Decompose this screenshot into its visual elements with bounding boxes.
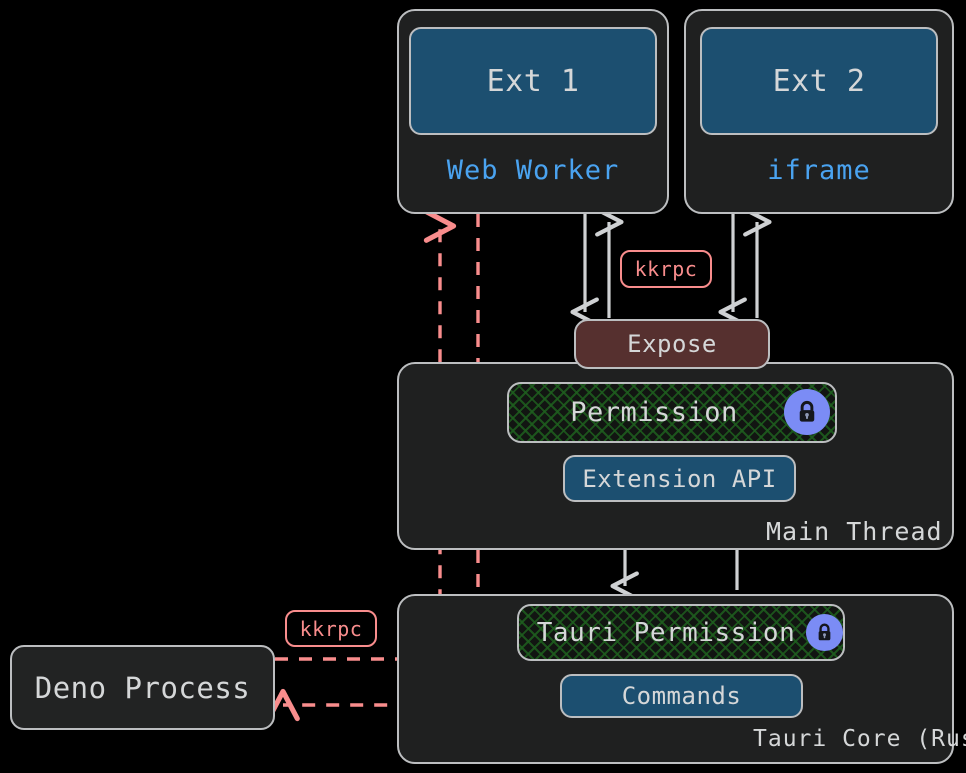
- web-worker-group-label: Web Worker: [446, 155, 620, 186]
- node-tauri-permission[interactable]: Tauri Permission: [517, 604, 845, 661]
- node-ext-1[interactable]: Ext 1: [409, 27, 657, 135]
- node-permission-label: Permission: [570, 397, 738, 428]
- node-ext-2[interactable]: Ext 2: [700, 27, 938, 135]
- node-tauri-permission-label: Tauri Permission: [536, 617, 796, 648]
- main-thread-group-label: Main Thread: [766, 517, 943, 546]
- edge-label-kkrpc-top: kkrpc: [620, 250, 712, 288]
- iframe-group-label: iframe: [767, 155, 871, 186]
- node-deno-process[interactable]: Deno Process: [10, 645, 275, 730]
- lock-icon: [806, 614, 843, 651]
- edge-label-kkrpc-bottom: kkrpc: [285, 610, 377, 647]
- lock-icon: [784, 389, 830, 435]
- tauri-core-group-label: Tauri Core (Rust): [753, 726, 966, 752]
- node-permission[interactable]: Permission: [507, 382, 837, 443]
- node-expose[interactable]: Expose: [574, 319, 770, 369]
- node-extension-api[interactable]: Extension API: [563, 455, 796, 502]
- node-commands[interactable]: Commands: [560, 674, 803, 718]
